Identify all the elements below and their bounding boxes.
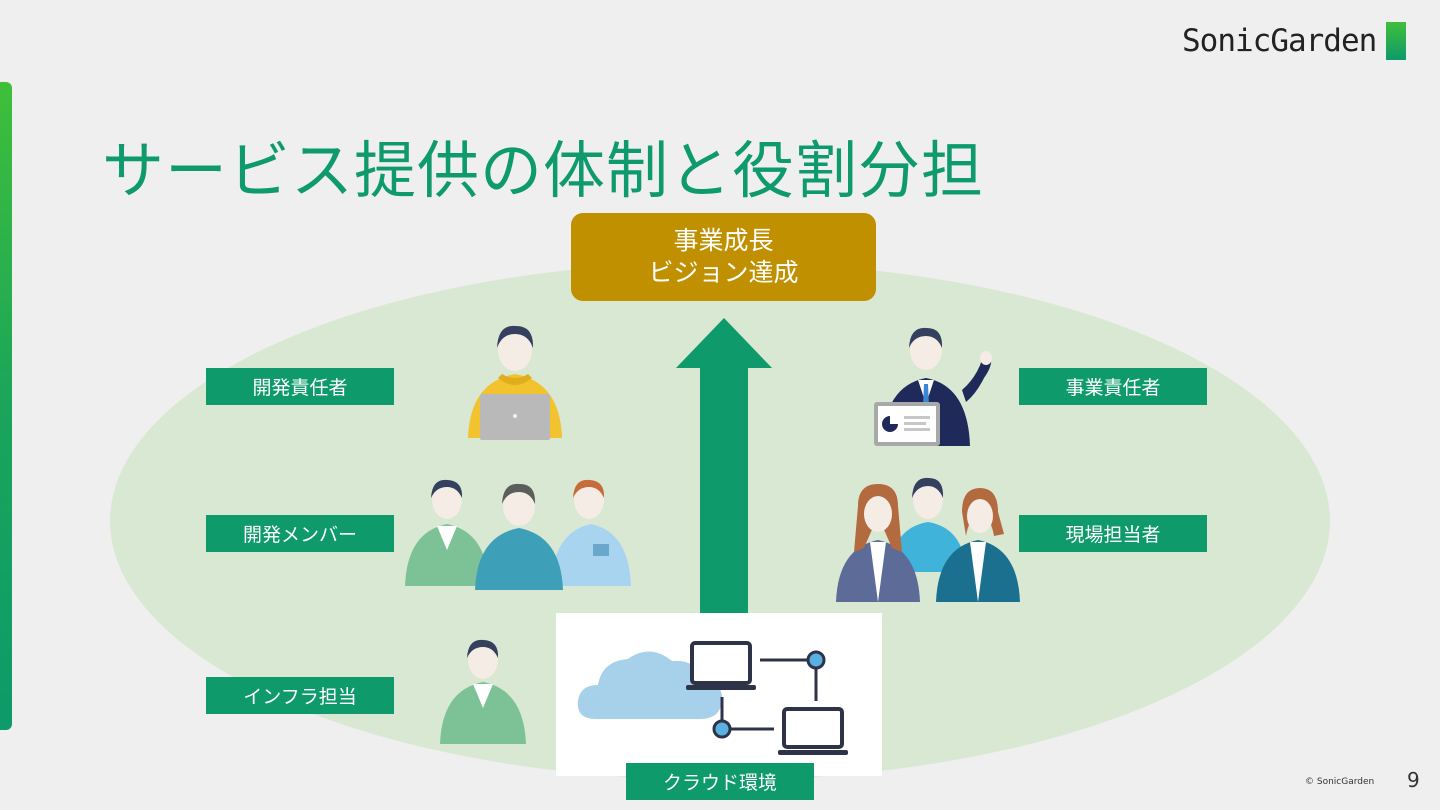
dev-lead-person-icon: [468, 325, 562, 440]
goal-line-2: ビジョン達成: [648, 258, 799, 287]
footer-copyright: © SonicGarden: [1305, 777, 1375, 787]
left-accent-bar: [0, 82, 12, 730]
laptop-icon: [686, 641, 756, 690]
label-field: 現場担当者: [1019, 515, 1207, 552]
goal-line-1: 事業成長: [673, 226, 774, 255]
field-staff-group-icon: [836, 477, 1020, 602]
cloud-environment-panel: [556, 613, 882, 776]
page-number: 9: [1407, 768, 1420, 792]
label-biz-lead: 事業責任者: [1019, 368, 1207, 405]
biz-lead-person-icon: [874, 327, 992, 446]
cloud-network-icon: [577, 641, 848, 755]
arrow-up-icon: [676, 318, 772, 618]
logo: SonicGarden: [1182, 22, 1407, 60]
label-infra: インフラ担当: [206, 677, 394, 714]
goal-box: 事業成長 ビジョン達成: [571, 213, 876, 301]
slide-title: サービス提供の体制と役割分担: [102, 134, 985, 207]
label-dev-members: 開発メンバー: [206, 515, 394, 552]
monitor-icon: [778, 707, 848, 755]
label-dev-lead: 開発責任者: [206, 368, 394, 405]
logo-text: SonicGarden: [1182, 23, 1377, 59]
infra-person-icon: [440, 639, 526, 744]
logo-mark-icon: [1386, 22, 1407, 60]
dev-members-group-icon: [405, 479, 631, 590]
cloud-icon: [577, 651, 723, 719]
label-cloud: クラウド環境: [626, 763, 814, 800]
